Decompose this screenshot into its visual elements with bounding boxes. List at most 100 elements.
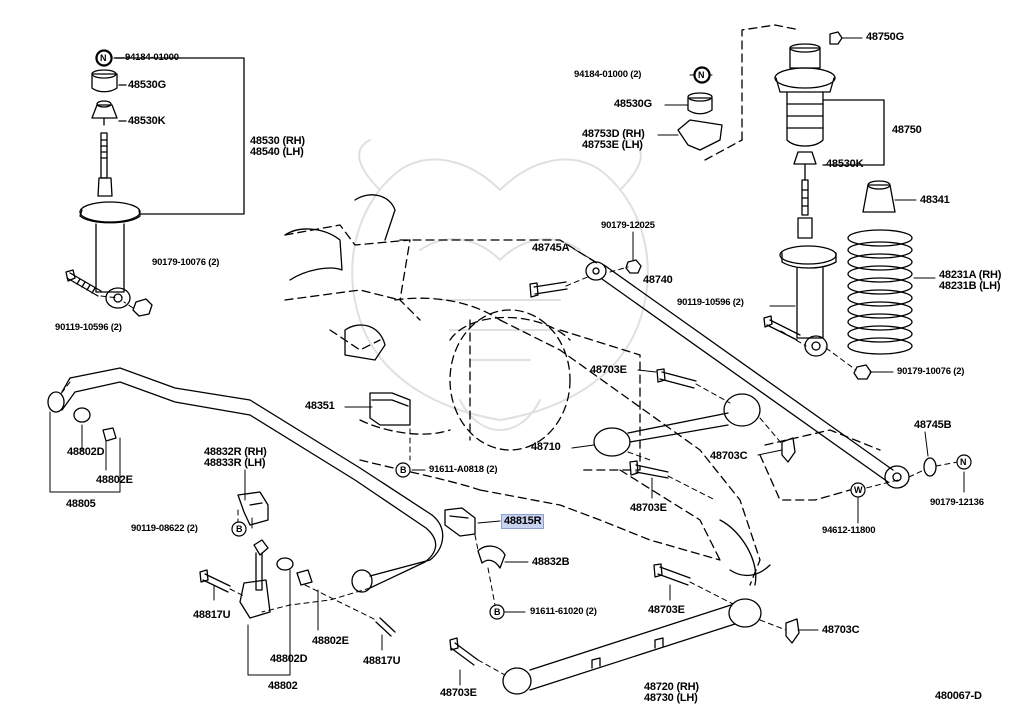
- part-label[interactable]: 48530G: [614, 98, 652, 110]
- washer-48745B: [924, 458, 936, 476]
- part-label[interactable]: 48530G: [128, 79, 166, 91]
- marker-b-2: [232, 522, 246, 536]
- marker-letter-b: B: [400, 465, 407, 475]
- bolt-48703E-mid: [630, 461, 668, 478]
- part-label[interactable]: 90179-12136: [930, 497, 984, 508]
- part-label[interactable]: 48530 (RH): [250, 135, 305, 147]
- part-label[interactable]: 48703E: [440, 687, 477, 699]
- part-label[interactable]: 48753D (RH): [582, 128, 645, 140]
- part-label[interactable]: 90179-10076 (2): [897, 366, 965, 377]
- lower-control-arm: [503, 599, 761, 694]
- part-label[interactable]: 48540 (LH): [250, 146, 304, 158]
- frame-phantom: [285, 225, 880, 585]
- part-label[interactable]: 48745A: [532, 242, 570, 254]
- nut-48703C-upper: [782, 438, 795, 462]
- part-label[interactable]: 48710: [531, 441, 561, 453]
- part-label[interactable]: 48750: [892, 124, 922, 136]
- part-label[interactable]: 48703E: [630, 502, 667, 514]
- bolt-48745A: [530, 282, 567, 297]
- part-label[interactable]: 48341: [920, 194, 950, 206]
- marker-letter-b: B: [494, 607, 501, 617]
- marker-n-right-mid: [957, 455, 971, 469]
- bump-48351: [370, 393, 410, 425]
- frame-solid: [285, 195, 770, 585]
- marker-letter-b: B: [236, 524, 243, 534]
- bracket-48832B: [478, 546, 505, 568]
- part-label[interactable]: 48833R (LH): [204, 457, 266, 469]
- part-label[interactable]: 48703E: [648, 604, 685, 616]
- part-label[interactable]: 48730 (LH): [644, 692, 698, 704]
- part-label[interactable]: 48817U: [193, 609, 231, 621]
- part-label[interactable]: 48802E: [312, 635, 349, 647]
- part-label[interactable]: 48832R (RH): [204, 446, 267, 458]
- bushing-48815R: [445, 508, 475, 536]
- part-label[interactable]: 90119-10596 (2): [677, 297, 744, 308]
- part-label[interactable]: 48231B (LH): [939, 280, 1001, 292]
- part-label[interactable]: 48740: [643, 274, 673, 286]
- right-lower-nut: [854, 365, 871, 379]
- upper-control-arm: [594, 394, 760, 456]
- part-label[interactable]: 48750G: [866, 31, 904, 43]
- left-shock-bracket: [114, 58, 244, 214]
- part-label[interactable]: 48805: [66, 498, 96, 510]
- left-shock-absorber: [80, 50, 140, 308]
- marker-letter-n: N: [960, 457, 967, 467]
- watermark-logo: [352, 140, 648, 430]
- nut-90179-12025: [626, 260, 641, 273]
- part-label[interactable]: 94612-11800: [822, 525, 876, 536]
- stabilizer-bracket: [238, 492, 268, 525]
- lateral-rod: [586, 262, 909, 488]
- part-label[interactable]: 90119-08622 (2): [131, 523, 198, 534]
- part-label[interactable]: 48802D: [67, 446, 105, 458]
- part-label[interactable]: 48530K: [128, 115, 166, 127]
- part-label-highlighted[interactable]: 48815R: [501, 514, 545, 529]
- stabilizer-link: [240, 540, 312, 618]
- part-label[interactable]: 94184-01000 (2): [574, 69, 642, 80]
- part-label[interactable]: 48703C: [822, 624, 860, 636]
- right-mount-bracket: [823, 100, 884, 165]
- part-label[interactable]: 48753E (LH): [582, 139, 643, 151]
- marker-w: [851, 483, 865, 497]
- marker-letter-n: N: [100, 53, 107, 63]
- part-label[interactable]: 48231A (RH): [939, 269, 1002, 281]
- right-upper-dashed-frame: [705, 25, 800, 160]
- diagram-id: 480067-D: [935, 690, 982, 702]
- part-label[interactable]: 94184-01000: [125, 52, 179, 63]
- left-lower-bolt: [66, 270, 101, 296]
- marker-letter-w: W: [854, 485, 863, 495]
- part-label[interactable]: 48802D: [270, 653, 308, 665]
- part-label[interactable]: 48530K: [826, 158, 864, 170]
- coil-spring: [848, 230, 912, 354]
- leader-lines: [50, 38, 964, 685]
- part-label[interactable]: 48703C: [710, 450, 748, 462]
- marker-n-right-top: [695, 68, 709, 82]
- marker-b-3: [490, 605, 504, 619]
- part-label[interactable]: 48802E: [96, 474, 133, 486]
- part-label[interactable]: 90179-10076 (2): [152, 257, 220, 268]
- part-label[interactable]: 90179-12025: [601, 220, 655, 231]
- bolt-48703E-upper: [657, 369, 696, 388]
- stabilizer-bushings-left: [74, 408, 116, 441]
- marker-b-1: [396, 463, 410, 477]
- right-lower-bolt: [764, 316, 800, 340]
- part-label[interactable]: 48703E: [590, 364, 627, 376]
- link-bolts: [200, 570, 395, 636]
- marker-letter-n: N: [698, 70, 705, 80]
- bolt-48703E-lower-right: [654, 564, 690, 585]
- bump-stop: [863, 181, 895, 212]
- part-label[interactable]: 48351: [305, 400, 335, 412]
- part-label[interactable]: 48802: [268, 680, 298, 692]
- part-label[interactable]: 91611-A0818 (2): [429, 464, 498, 475]
- part-label[interactable]: 91611-61020 (2): [530, 606, 597, 617]
- stabilizer-bar: [48, 368, 443, 592]
- part-label[interactable]: 48745B: [914, 419, 952, 431]
- part-label[interactable]: 90119-10596 (2): [55, 322, 122, 333]
- part-label[interactable]: 48832B: [532, 556, 570, 568]
- part-label[interactable]: 48720 (RH): [644, 681, 699, 693]
- dashed-leader-lines: [60, 267, 958, 675]
- left-nut: [133, 299, 152, 316]
- right-upper-mount: [775, 32, 842, 356]
- part-label[interactable]: 48817U: [363, 655, 401, 667]
- marker-n-left-top: [97, 51, 111, 65]
